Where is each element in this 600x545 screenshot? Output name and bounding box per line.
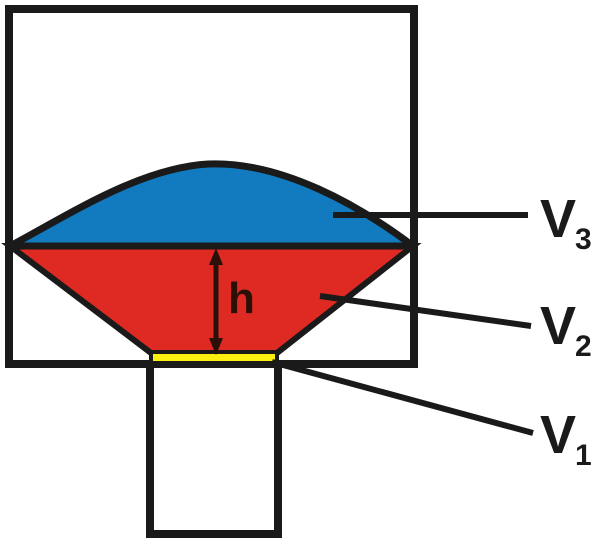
label-v2-main: V bbox=[540, 296, 576, 356]
label-v1: V 1 bbox=[540, 405, 592, 472]
leader-line-v2 bbox=[319, 293, 532, 329]
label-v3-main: V bbox=[540, 189, 576, 249]
height-dimension-label: h bbox=[228, 274, 255, 323]
height-dimension-arrow bbox=[209, 248, 223, 355]
yellow-region-v1 bbox=[149, 350, 279, 365]
label-v2-subscript: 2 bbox=[575, 330, 592, 363]
label-v3: V 3 bbox=[540, 189, 592, 256]
label-v2: V 2 bbox=[540, 296, 592, 363]
leader-line-v1 bbox=[271, 359, 534, 436]
label-v1-main: V bbox=[540, 405, 576, 465]
label-v3-subscript: 3 bbox=[575, 223, 592, 256]
neck-tube-outline bbox=[146, 360, 282, 538]
label-v1-subscript: 1 bbox=[575, 439, 592, 472]
